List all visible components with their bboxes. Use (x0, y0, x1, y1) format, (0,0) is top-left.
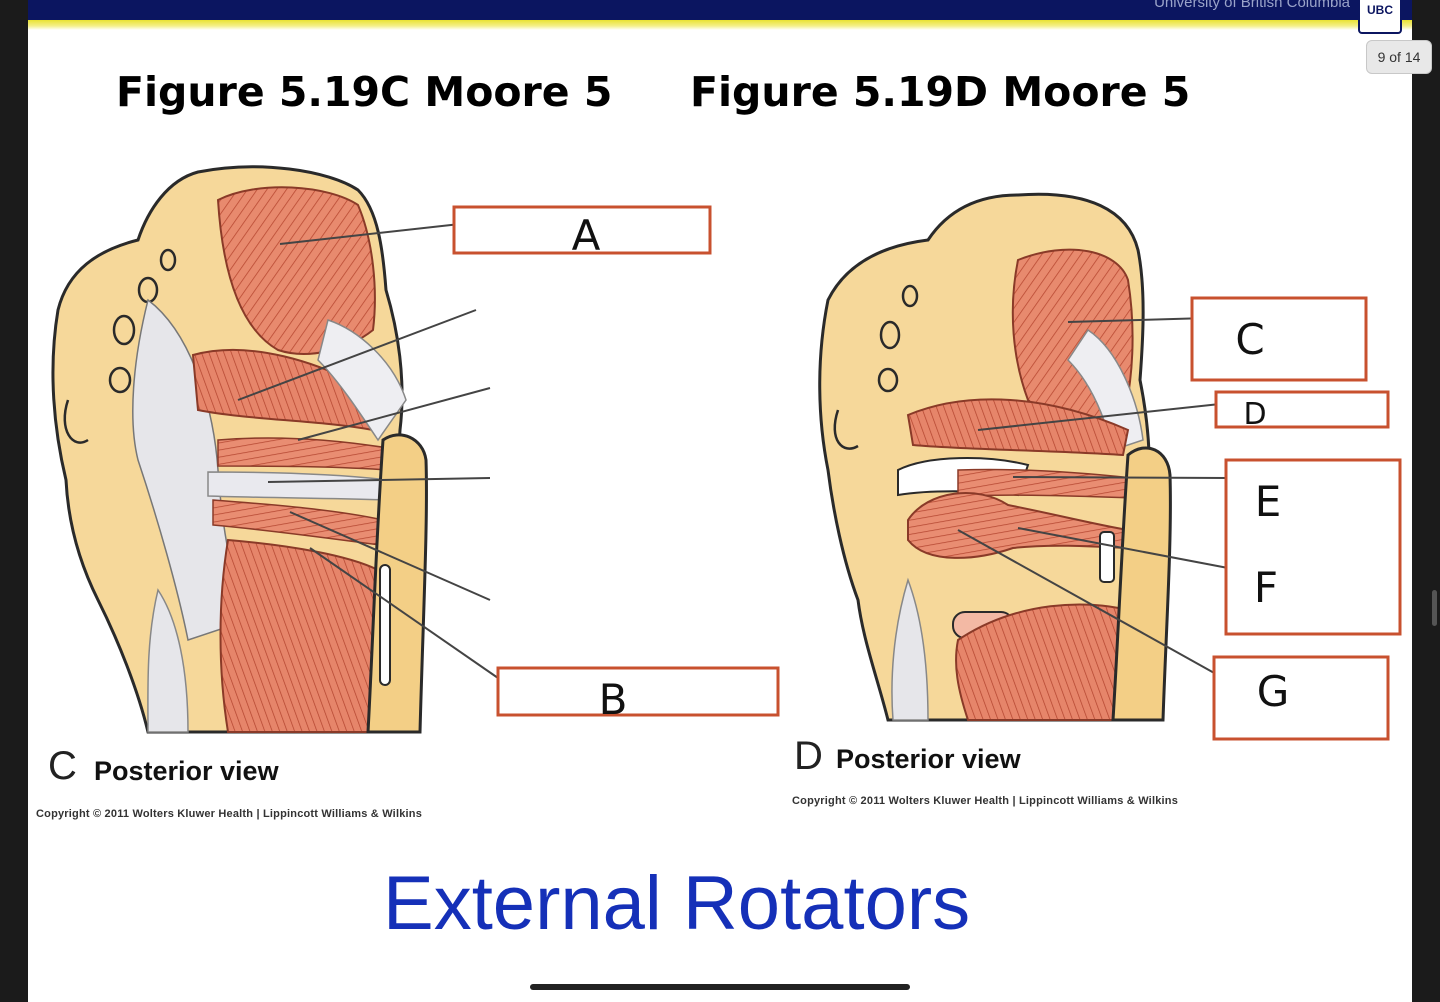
slide-title: External Rotators (383, 861, 971, 946)
label-d: D (1243, 397, 1266, 432)
label-box-b (496, 666, 780, 717)
ubc-logo: UBC (1358, 0, 1402, 34)
header-accent-line (28, 20, 1412, 30)
right-greater-trochanter (1111, 446, 1172, 722)
label-e: E (1255, 477, 1282, 526)
figure-title-left: Figure 5.19C Moore 5 (116, 68, 613, 116)
label-box-ef (1224, 458, 1402, 636)
left-gluteus-medius (216, 186, 376, 355)
view-label-right: Posterior view (836, 744, 1021, 774)
university-name: University of British Columbia (1154, 0, 1350, 11)
label-c: C (1235, 315, 1264, 364)
view-label-left: Posterior view (94, 756, 279, 786)
left-quadratus-femoris (219, 538, 380, 733)
slide: University of British Columbia UBC Figur… (28, 0, 1412, 1002)
label-box-a (452, 205, 712, 255)
scrollbar-thumb[interactable] (1432, 590, 1437, 626)
right-hip-illustration: C D E F G (818, 192, 1402, 741)
copyright-left: Copyright © 2011 Wolters Kluwer Health |… (36, 808, 423, 820)
label-box-g (1212, 655, 1390, 741)
label-b: B (599, 675, 628, 724)
copyright-right: Copyright © 2011 Wolters Kluwer Health |… (792, 795, 1179, 807)
label-f: F (1254, 563, 1278, 612)
page-indicator[interactable]: 9 of 14 (1366, 40, 1432, 74)
label-g: G (1257, 667, 1290, 716)
label-box-d (1214, 390, 1390, 429)
label-a: A (572, 211, 601, 260)
view-letter-d: D (794, 734, 823, 778)
view-letter-c: C (48, 744, 77, 788)
anatomy-diagram: A B (51, 165, 1402, 741)
slide-header-bar (28, 0, 1412, 20)
figure-title-right: Figure 5.19D Moore 5 (690, 68, 1191, 116)
left-hip-illustration: A B (51, 165, 780, 734)
right-piriformis (906, 398, 1130, 457)
label-box-c (1190, 296, 1368, 382)
home-indicator-bar[interactable] (530, 984, 910, 990)
